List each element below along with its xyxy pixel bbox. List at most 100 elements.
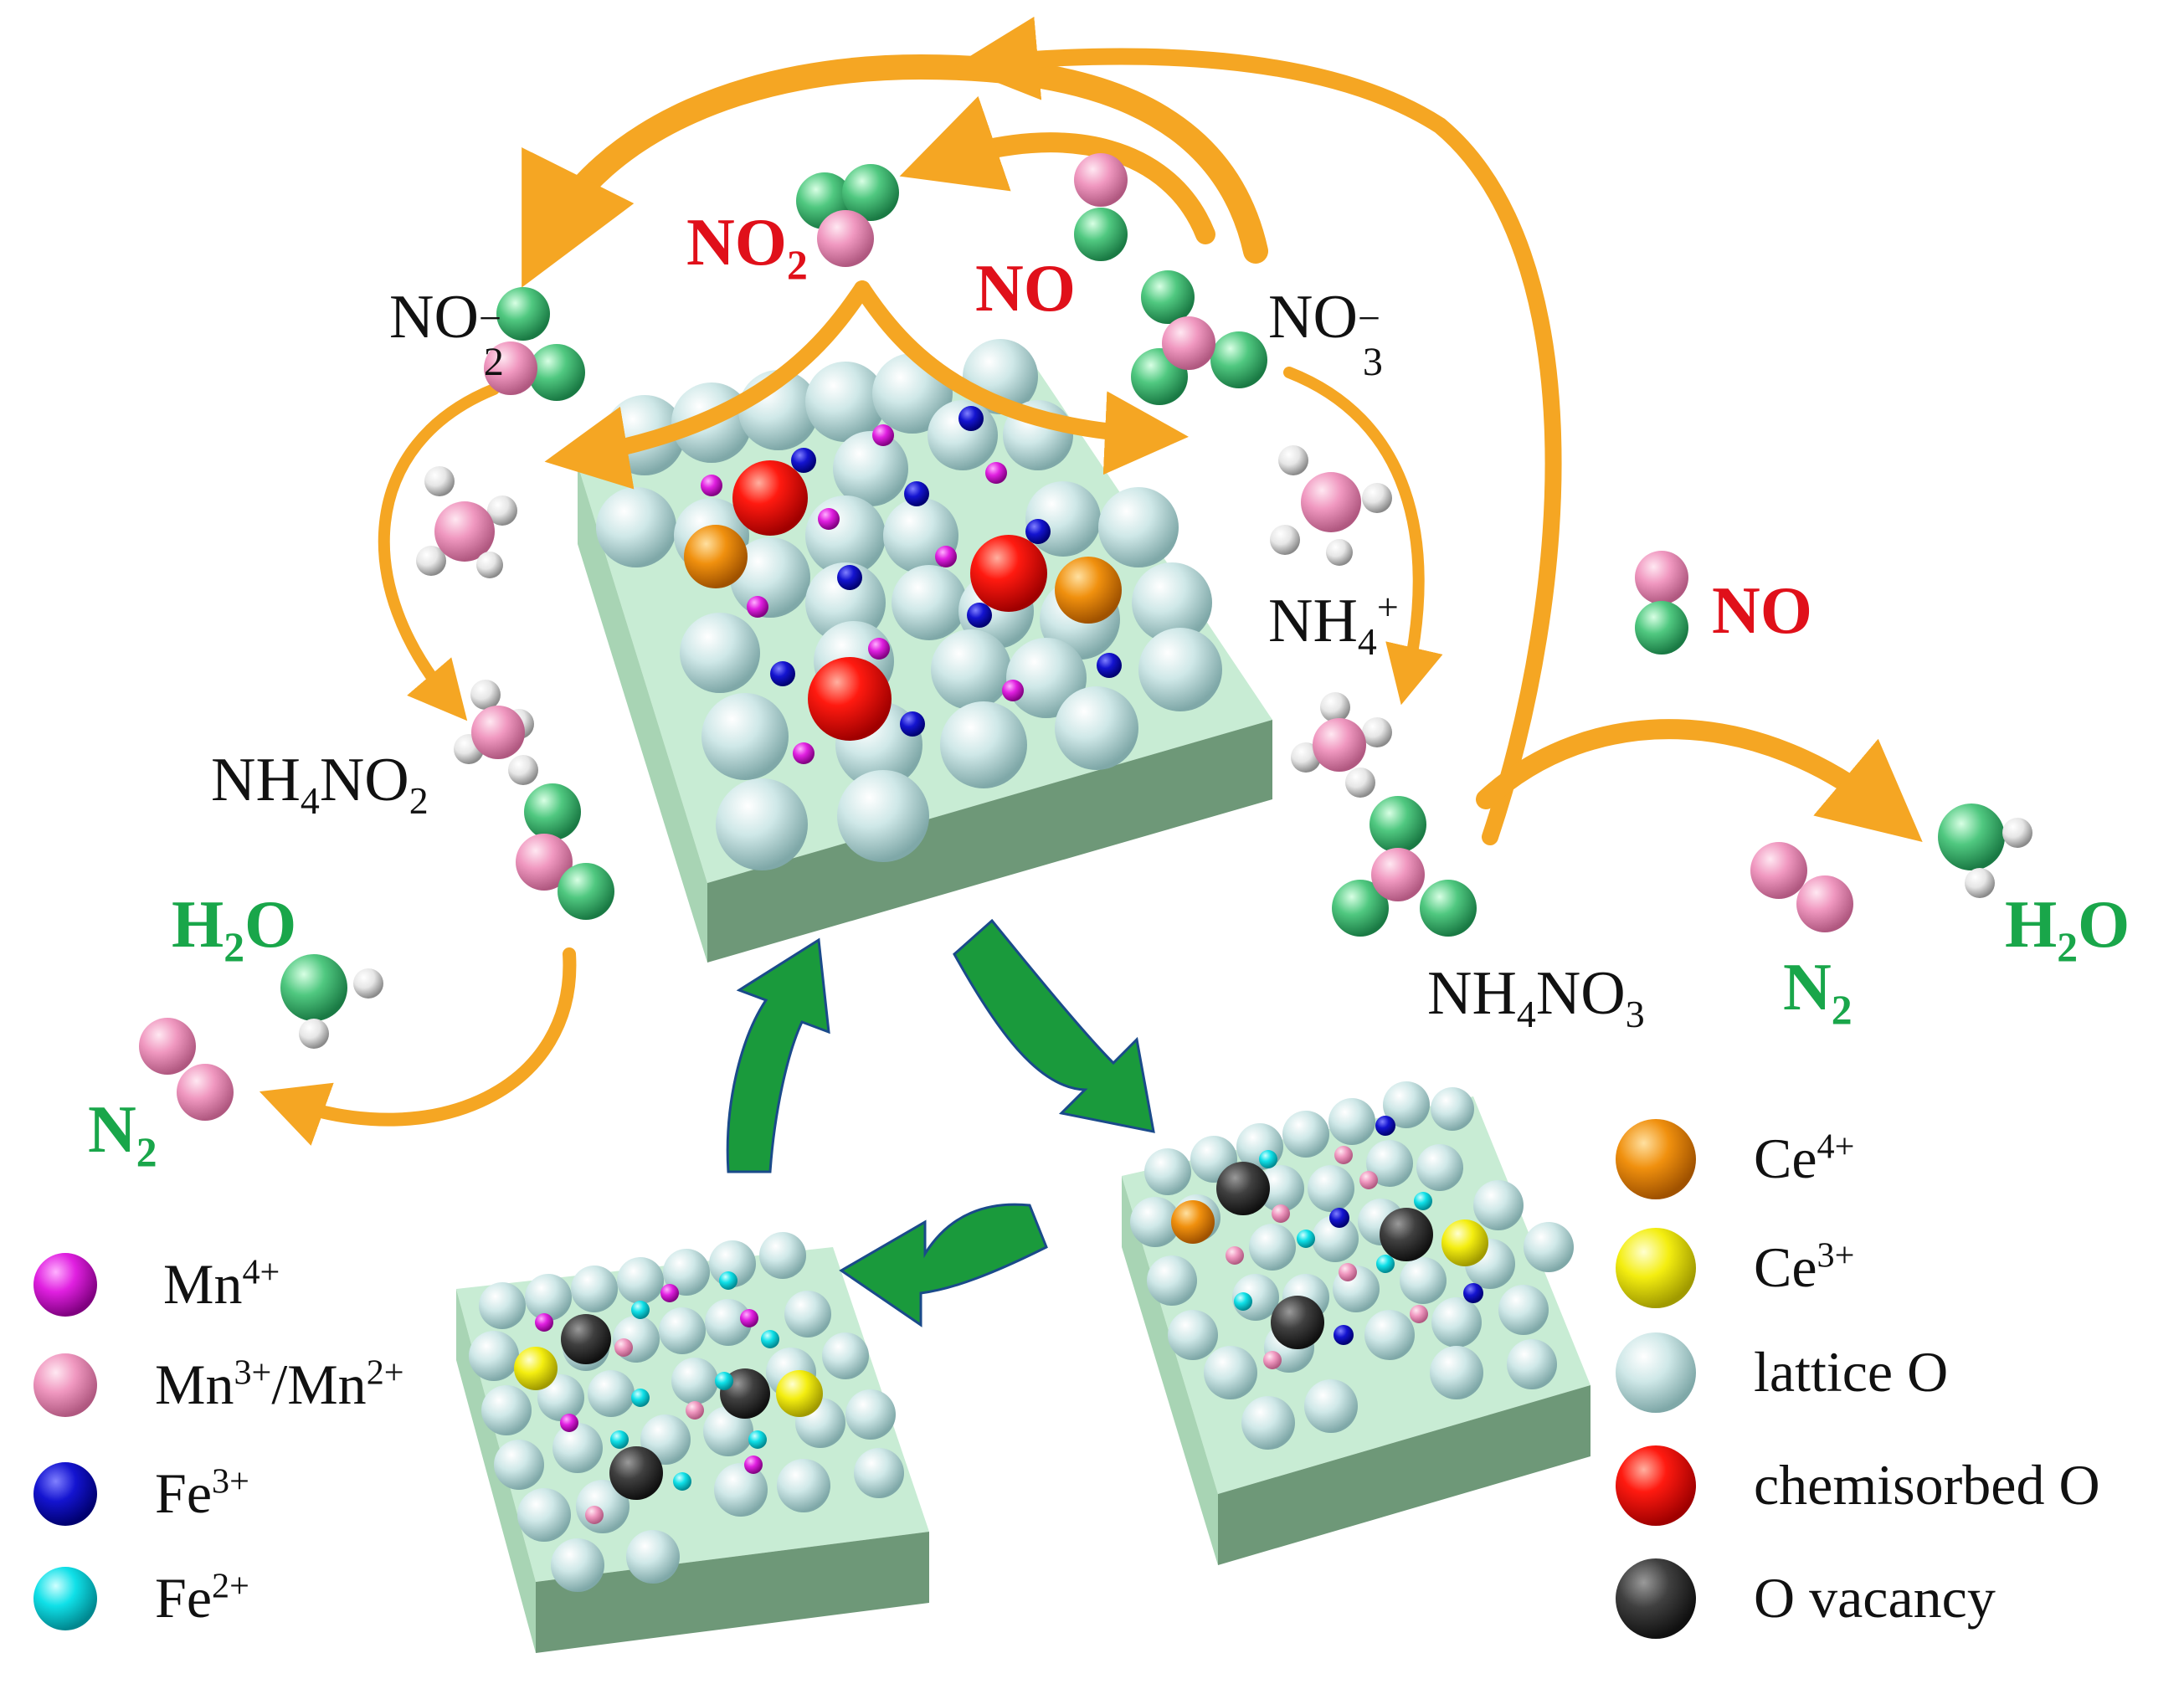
fe2-ion (1414, 1192, 1432, 1210)
lattice-oxygen (1055, 686, 1138, 770)
mn4-ion (985, 462, 1007, 484)
lattice-oxygen (1025, 481, 1101, 557)
ammonia-hydrogen (487, 495, 517, 526)
water-oxygen (280, 954, 347, 1021)
mn3-mn2-ion (1334, 1146, 1353, 1164)
lattice-oxygen (1328, 1098, 1375, 1145)
arrow-no2-to-surface-right (854, 280, 1189, 475)
fe3-ion (1375, 1116, 1395, 1136)
lattice-oxygen (469, 1331, 519, 1381)
ammonia-hydrogen (1270, 525, 1300, 555)
fe3-ion (837, 565, 862, 590)
mn3-mn2-ion (1226, 1246, 1244, 1265)
fe3-ion (904, 481, 929, 506)
lattice-oxygen (1249, 1224, 1296, 1271)
lattice-oxygen (777, 1459, 830, 1512)
left-slab-front-side (536, 1532, 929, 1653)
legend-label-fe2: Fe2+ (155, 1566, 249, 1630)
legend-swatch-fe3 (33, 1462, 97, 1526)
green-arrow-to-right-slab (953, 918, 1155, 1133)
label-no2-gas: NO2 (686, 206, 808, 288)
fe3-ion (958, 406, 984, 431)
legend-label-ce3: Ce3+ (1754, 1235, 1855, 1299)
lattice-oxygen (1383, 1081, 1430, 1128)
nh4-nitrogen (1313, 718, 1366, 772)
lattice-oxygen (837, 770, 929, 862)
fe3-ion (770, 661, 795, 686)
lattice-oxygen (671, 1358, 718, 1404)
fe2-ion (1297, 1230, 1315, 1248)
mn4-ion (872, 424, 894, 446)
mn4-ion (793, 742, 815, 764)
legend-label-mn3-mn2: Mn3+/Mn2+ (155, 1353, 404, 1416)
oxygen-vacancy (1380, 1208, 1433, 1261)
lattice-oxygen (1098, 487, 1179, 567)
molecules (139, 153, 2032, 1121)
lattice-oxygen (1364, 1310, 1415, 1360)
label-nh4no2: NH4NO2 (211, 746, 429, 822)
fe3-ion (900, 711, 925, 737)
no-right-oxygen (1635, 601, 1688, 655)
lattice-oxygen (680, 613, 760, 693)
lattice-oxygen (1524, 1222, 1574, 1272)
lattice-oxygen (1473, 1180, 1524, 1230)
water-hydrogen (299, 1019, 329, 1049)
water-hydrogen (353, 968, 383, 999)
lattice-oxygen (494, 1440, 544, 1490)
nh4-nitrogen (471, 706, 525, 759)
nitrate-oxygen (1332, 880, 1389, 937)
label-h2o-left: H2O (172, 888, 297, 970)
water-hydrogen (1965, 868, 1995, 898)
oxygen-vacancy (1271, 1296, 1324, 1349)
no2-gas-nitrogen (817, 210, 874, 267)
lattice-oxygen (1430, 1346, 1483, 1399)
nitrite-oxygen (524, 783, 581, 840)
ammonia-hydrogen (424, 466, 455, 496)
label-h2o-right: H2O (2005, 888, 2130, 970)
ce3-ion (776, 1370, 823, 1417)
label-nh4no3: NH4NO3 (1427, 959, 1645, 1035)
arrow-nitrate-to-nitrite (522, 54, 1268, 288)
mn3-mn2-ion (614, 1338, 633, 1357)
lattice-oxygen (1147, 1255, 1197, 1306)
orange-arrows (259, 16, 1923, 1146)
label-ammonium: NH4+ (1268, 585, 1399, 663)
lattice-oxygen (714, 1463, 768, 1517)
nitrate-oxygen (1141, 270, 1195, 324)
fe2-ion (673, 1472, 691, 1491)
nh4-hydrogen (1320, 692, 1350, 722)
label-no-top: NO (975, 252, 1076, 326)
arrow-nitrate-to-nh4no3 (1283, 367, 1443, 706)
oxygen-vacancy (1216, 1162, 1270, 1215)
fe2-ion (631, 1389, 650, 1407)
no-right-nitrogen (1635, 551, 1688, 604)
legend-swatch-ce4 (1616, 1119, 1696, 1199)
lattice-oxygen (1138, 628, 1222, 711)
lattice-oxygen (1431, 1297, 1482, 1348)
fe2-ion (715, 1372, 733, 1390)
no2-gas-oxygen (842, 164, 899, 221)
mn4-ion (560, 1414, 578, 1432)
legend-swatch-ce3 (1616, 1228, 1696, 1308)
lattice-oxygen (931, 629, 1011, 710)
main-slab-front-side (707, 720, 1272, 963)
lattice-oxygen (1006, 638, 1087, 718)
lattice-oxygen (1257, 1165, 1304, 1212)
lattice-oxygen (784, 1291, 831, 1337)
lattice-oxygen (640, 1414, 691, 1465)
ammonia-nitrogen (1301, 472, 1361, 532)
fe3-ion (967, 603, 992, 628)
chemisorbed-oxygen (970, 535, 1047, 612)
lattice-oxygen (596, 487, 676, 567)
lattice-oxygen (1304, 1379, 1358, 1433)
no-top-oxygen (1074, 208, 1128, 261)
reduced-slab-left (456, 1232, 929, 1653)
nitrite-nitrogen (484, 341, 537, 395)
mn3-mn2-ion (585, 1506, 604, 1524)
mn3-mn2-ion (1272, 1204, 1290, 1223)
lattice-oxygen (479, 1282, 526, 1329)
lattice-oxygen (588, 1370, 635, 1417)
nitrate-oxygen (1210, 331, 1267, 388)
arrow-nh4no3-to-no2 (954, 16, 1562, 845)
lattice-oxygen (701, 693, 789, 780)
